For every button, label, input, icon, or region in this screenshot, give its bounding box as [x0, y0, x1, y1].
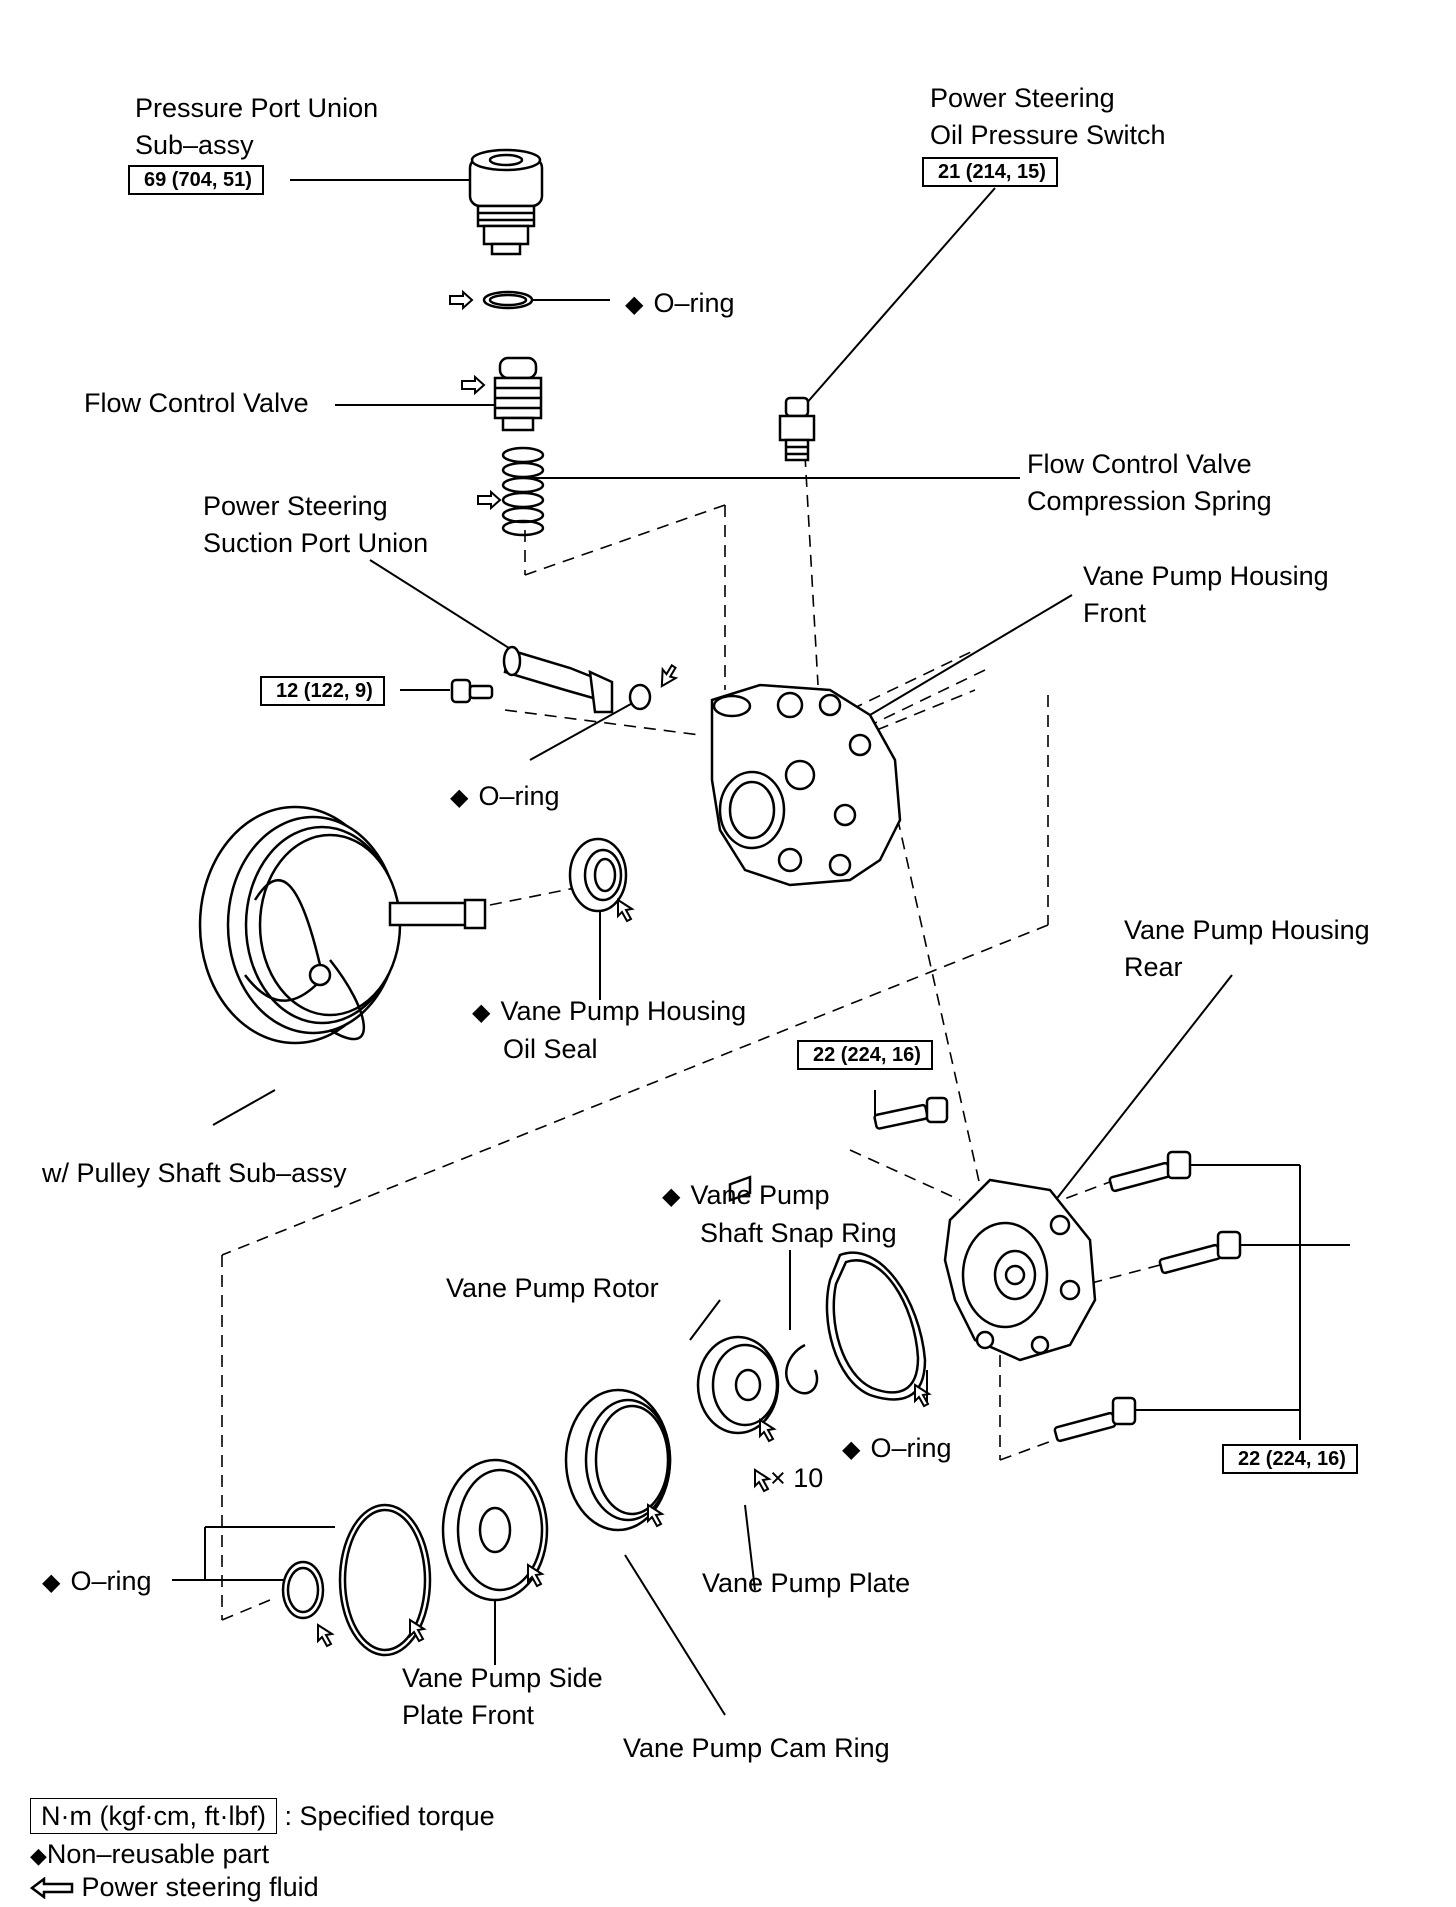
- suction-port-union-part: [502, 645, 614, 714]
- fcv-compression-spring-label: Flow Control Valve Compression Spring: [1027, 446, 1272, 520]
- torque-spec-oil-pressure-switch: 21 (214, 15): [922, 157, 1058, 187]
- oil-seal-part: [568, 837, 628, 913]
- label-line: Pressure Port Union: [135, 93, 379, 123]
- non-reusable-diamond-icon: ◆: [662, 1183, 681, 1210]
- label-text: O–ring: [653, 288, 735, 318]
- label-line: Rear: [1124, 952, 1183, 982]
- torque-units-box: N·m (kgf·cm, ft·lbf): [30, 1798, 277, 1834]
- o-ring-small-part: [281, 1560, 325, 1620]
- torque-spec-rear-bolts: 22 (224, 16): [1222, 1444, 1358, 1474]
- fluid-arrow-icon: [29, 1876, 74, 1900]
- label-line: Oil Pressure Switch: [930, 120, 1166, 150]
- label-text: Vane Pump: [690, 1180, 830, 1210]
- vane-plate-part: [728, 1175, 752, 1203]
- o-ring-top-label: ◆ O–ring: [625, 285, 735, 323]
- oil-pressure-switch-part: [778, 396, 816, 462]
- o-ring-rear-part: [825, 1251, 927, 1401]
- snap-ring-label: ◆ Vane Pump Shaft Snap Ring: [662, 1177, 897, 1252]
- label-line: Vane Pump Side: [402, 1663, 603, 1693]
- label-line: Plate Front: [402, 1700, 535, 1730]
- legend-text: Power steering fluid: [81, 1872, 319, 1902]
- compression-spring-part: [501, 446, 545, 537]
- side-plate-front-part: [441, 1458, 549, 1602]
- label-text: Vane Pump Housing: [500, 996, 747, 1026]
- non-reusable-diamond-icon: ◆: [30, 1843, 47, 1868]
- label-line: Flow Control Valve: [1027, 449, 1252, 479]
- non-reusable-diamond-icon: ◆: [472, 999, 491, 1026]
- flow-control-valve-label: Flow Control Valve: [84, 388, 309, 418]
- housing-rear-bolts-part: [873, 1096, 1242, 1443]
- pressure-port-union-label: Pressure Port Union Sub–assy: [135, 90, 378, 164]
- cam-ring-part: [564, 1388, 672, 1532]
- vane-quantity-label: × 10: [770, 1463, 824, 1493]
- label-line: Sub–assy: [135, 130, 254, 160]
- label-line: Suction Port Union: [203, 528, 429, 558]
- o-ring-suction-label: ◆ O–ring: [450, 778, 560, 816]
- non-reusable-diamond-icon: ◆: [450, 784, 469, 811]
- housing-rear-label: Vane Pump Housing Rear: [1124, 912, 1370, 986]
- label-line: Front: [1083, 598, 1147, 628]
- label-text: O–ring: [478, 781, 560, 811]
- vane-pump-plate-label: Vane Pump Plate: [702, 1568, 911, 1598]
- oil-pressure-switch-label: Power Steering Oil Pressure Switch: [930, 80, 1166, 154]
- housing-front-label: Vane Pump Housing Front: [1083, 558, 1329, 632]
- non-reusable-diamond-icon: ◆: [42, 1569, 61, 1596]
- label-line: Shaft Snap Ring: [700, 1218, 897, 1248]
- label-text: O–ring: [70, 1566, 152, 1596]
- o-ring-large-part: [338, 1503, 432, 1657]
- suction-port-union-label: Power Steering Suction Port Union: [203, 488, 428, 562]
- legend-torque: N·m (kgf·cm, ft·lbf) : Specified torque: [30, 1798, 495, 1834]
- torque-spec-suction-port: 12 (122, 9): [260, 676, 385, 706]
- snap-ring-part: [785, 1343, 819, 1395]
- non-reusable-diamond-icon: ◆: [842, 1436, 861, 1463]
- o-ring-rear-label: ◆ O–ring: [842, 1430, 952, 1468]
- vane-pump-rotor-part: [696, 1335, 780, 1435]
- vane-pump-housing-rear-part: [943, 1178, 1097, 1362]
- oil-seal-label: ◆ Vane Pump Housing Oil Seal: [472, 993, 746, 1068]
- torque-desc: : Specified torque: [284, 1801, 495, 1831]
- label-line: Power Steering: [203, 491, 388, 521]
- suction-bolt-part: [450, 678, 494, 704]
- vane-pump-housing-front-part: [710, 683, 902, 887]
- rotor-label: Vane Pump Rotor: [446, 1273, 659, 1303]
- label-line: Vane Pump Housing: [1124, 915, 1370, 945]
- pulley-shaft-label: w/ Pulley Shaft Sub–assy: [42, 1158, 347, 1188]
- pressure-port-union-part: [468, 148, 544, 256]
- o-ring-suction-part: [628, 683, 652, 711]
- leader-lines: [172, 179, 1350, 1716]
- label-line: Compression Spring: [1027, 486, 1272, 516]
- label-line: Power Steering: [930, 83, 1115, 113]
- label-line: Oil Seal: [503, 1034, 598, 1064]
- label-line: Vane Pump Housing: [1083, 561, 1329, 591]
- legend-non-reusable: ◆Non–reusable part: [30, 1837, 269, 1873]
- pulley-shaft-part: [198, 805, 487, 1045]
- flow-control-valve-part: [493, 356, 543, 432]
- legend-text: Non–reusable part: [46, 1839, 270, 1869]
- legend-fluid: Power steering fluid: [29, 1870, 319, 1904]
- o-ring-left-label: ◆ O–ring: [42, 1563, 152, 1601]
- label-text: O–ring: [870, 1433, 952, 1463]
- non-reusable-diamond-icon: ◆: [625, 291, 644, 318]
- side-plate-front-label: Vane Pump Side Plate Front: [402, 1660, 603, 1734]
- torque-spec-rear-bolt-top: 22 (224, 16): [797, 1040, 933, 1070]
- cam-ring-label: Vane Pump Cam Ring: [623, 1733, 890, 1763]
- torque-spec-pressure-port: 69 (704, 51): [128, 165, 264, 195]
